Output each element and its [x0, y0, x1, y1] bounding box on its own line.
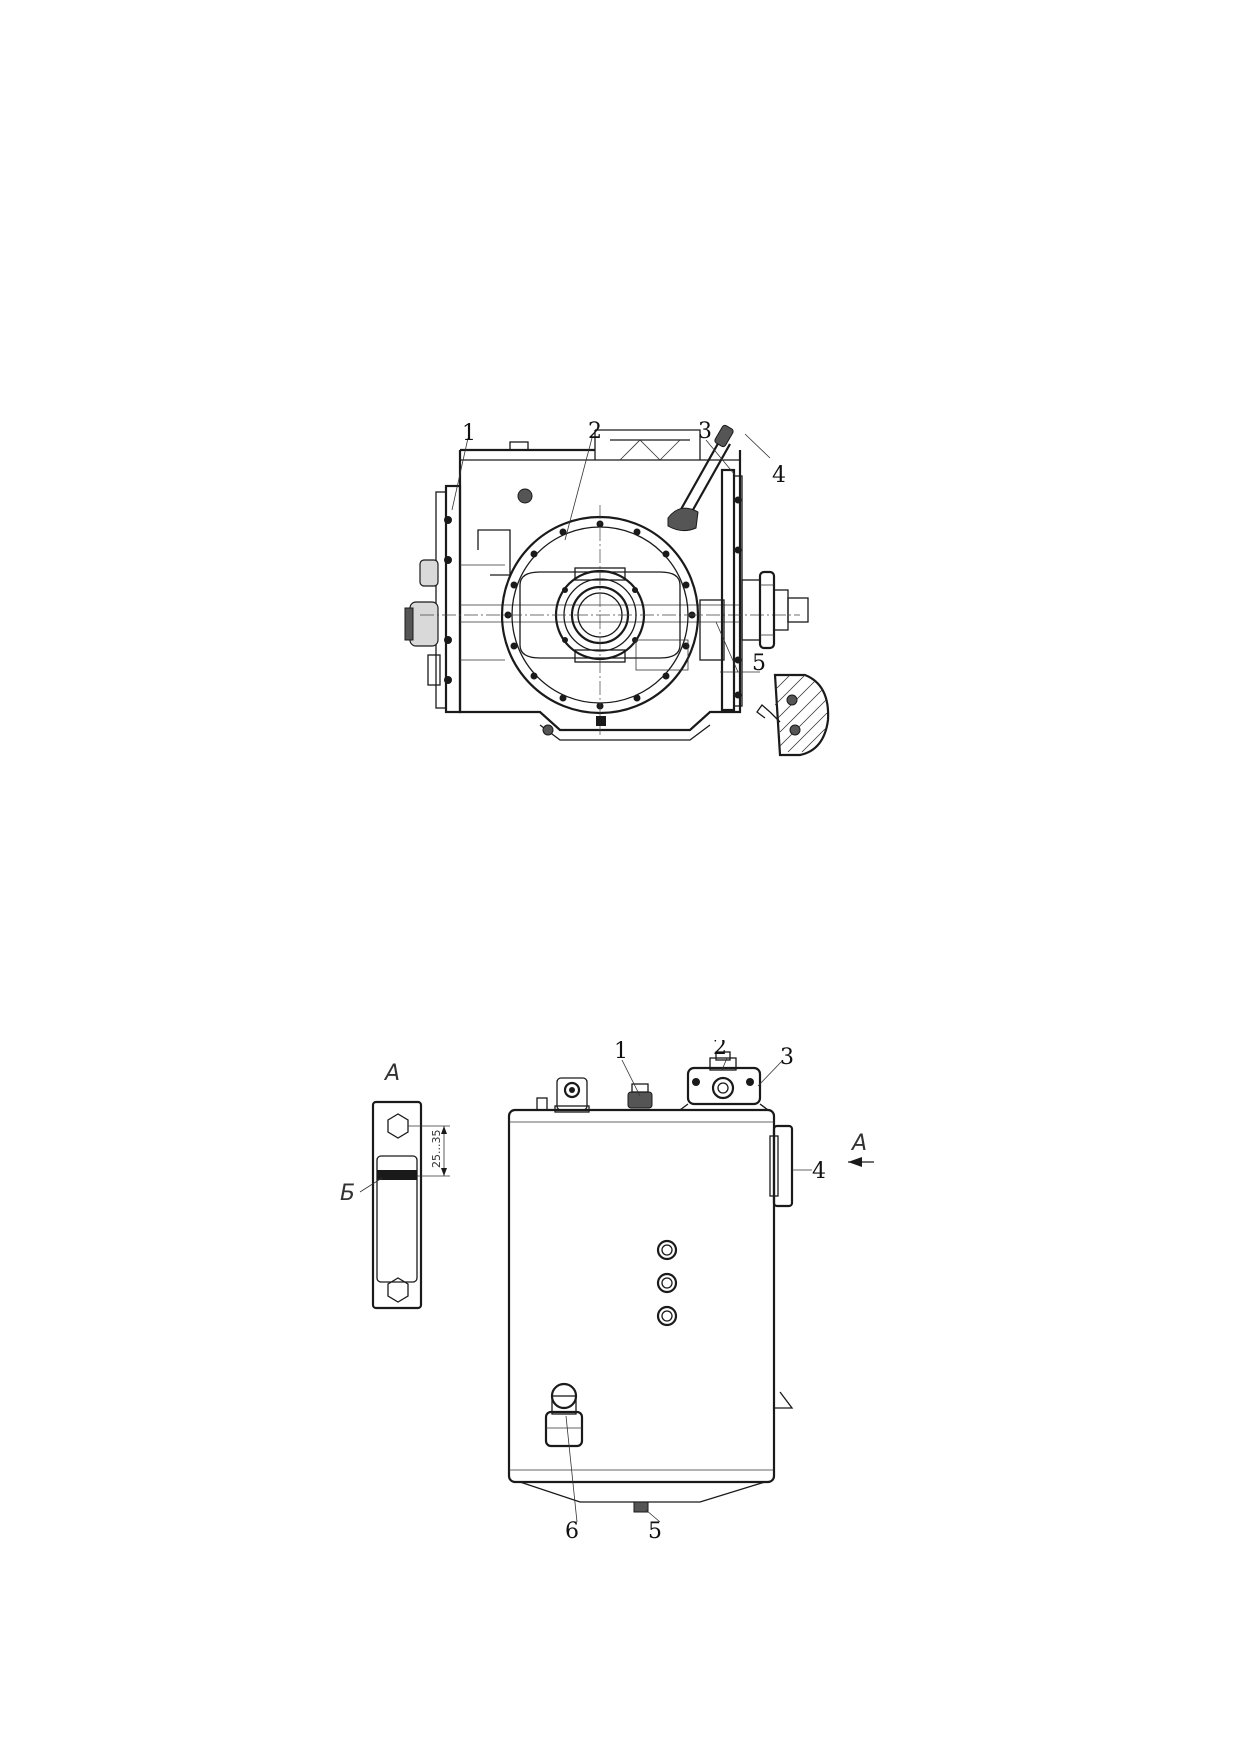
gearbox-left-flange [404, 484, 462, 714]
gearbox-leaders [451, 433, 771, 673]
tank-callout-1: 1 [614, 1040, 628, 1064]
section-b-label: Б [340, 1181, 355, 1206]
gearbox-housing [458, 429, 742, 732]
tank-callout-3: 3 [780, 1045, 794, 1070]
gearbox-callout-2: 2 [588, 419, 602, 444]
drain-plug [633, 1501, 649, 1513]
gearbox-dipstick [667, 424, 734, 532]
view-a-sight-glass: А 25...35 Б [340, 1061, 450, 1310]
gearbox-callout-4: 4 [772, 463, 786, 488]
view-arrow-label: А [850, 1131, 867, 1156]
tank-body [507, 1108, 794, 1503]
view-a-label: А [383, 1061, 400, 1086]
gearbox-callout-1: 1 [462, 421, 476, 446]
gearbox-inset-detail [756, 673, 830, 757]
tank-callout-2: 2 [713, 1040, 727, 1060]
oil-tank-svg: А 25...35 Б [340, 1040, 874, 1540]
view-arrow-head [848, 1157, 862, 1167]
gearbox-center-flange [420, 505, 800, 735]
tank-callout-5: 5 [648, 1519, 662, 1540]
tank-callout-6: 6 [565, 1519, 579, 1540]
gearbox-right-flange [720, 468, 809, 712]
tank-top-fittings [536, 1051, 770, 1113]
oil-tank-drawing: А 25...35 Б [0, 1040, 1241, 1540]
gearbox-svg: 1 2 3 4 5 [404, 419, 830, 757]
tank-leaders [565, 1057, 812, 1523]
gearbox-drawing: 1 2 3 4 5 [0, 400, 1241, 790]
dimension-25-35: 25...35 [430, 1130, 443, 1168]
tank-callout-4: 4 [812, 1159, 826, 1184]
suction-fitting [544, 1382, 584, 1448]
gearbox-callout-5: 5 [752, 651, 766, 676]
gearbox-callout-3: 3 [698, 419, 712, 444]
